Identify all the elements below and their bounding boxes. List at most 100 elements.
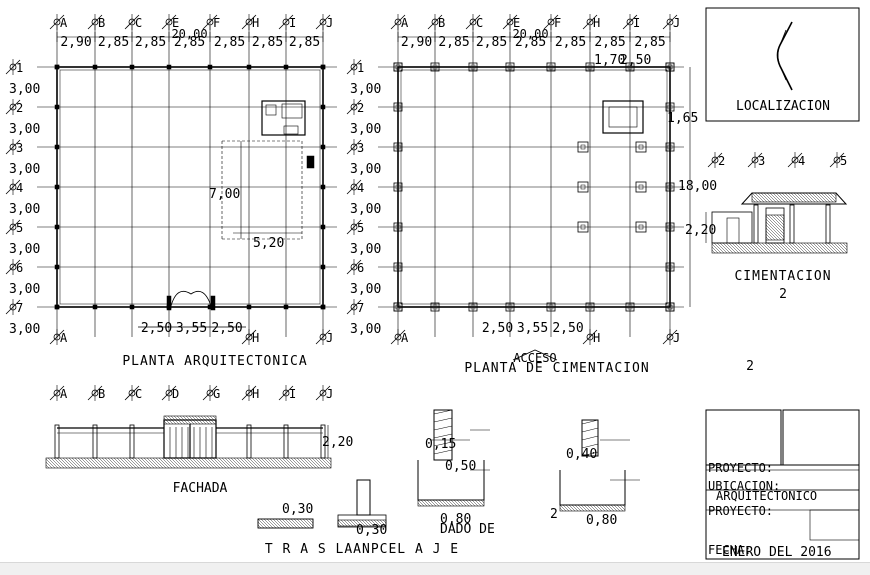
hatch-line — [275, 457, 287, 469]
hatch-line — [791, 242, 803, 254]
overall-dim-text: 20,00 — [171, 27, 207, 41]
hatch-line — [146, 457, 158, 469]
footing — [546, 302, 556, 312]
footing — [585, 62, 595, 72]
overall-dim-text: 20,00 — [512, 27, 548, 41]
hatch-line — [827, 242, 839, 254]
hatch-line — [725, 242, 737, 254]
bottom-dim-text: 2,50 — [141, 321, 172, 336]
cimentacion-number: 2 — [779, 287, 787, 302]
hatch-line — [598, 504, 606, 512]
footing-core — [395, 64, 401, 70]
footing-core — [470, 304, 476, 310]
facade-title: FACHADA — [173, 481, 228, 496]
footing — [585, 302, 595, 312]
column-hatch — [433, 449, 453, 455]
hatch-line — [765, 224, 782, 241]
hatch-line — [790, 192, 801, 203]
hatch-line — [314, 457, 326, 469]
hatch-line — [604, 504, 612, 512]
hatch-line — [773, 214, 785, 226]
row-marker: 4 — [5, 179, 23, 195]
post — [54, 64, 60, 70]
hatch-line — [191, 457, 203, 469]
hatch-line — [272, 518, 283, 529]
row-marker: 1 — [5, 59, 23, 75]
top-dim-text: 2,90 — [401, 35, 432, 50]
hatch-line — [224, 457, 236, 469]
post — [54, 304, 60, 310]
hatch-line — [45, 458, 56, 469]
bottom-col-marker: J — [662, 329, 680, 345]
hatch-line — [559, 504, 567, 512]
hatch-line — [281, 457, 293, 469]
hatch-line — [233, 457, 245, 469]
hatch-line — [823, 192, 834, 203]
post — [246, 304, 252, 310]
post — [54, 224, 60, 230]
axis-label: 6 — [16, 261, 23, 275]
detail-080-text: 0,80 — [440, 512, 471, 527]
hatch-line — [173, 415, 183, 425]
footing-core — [587, 64, 593, 70]
hatch-line — [728, 242, 740, 254]
axis-label: G — [213, 387, 220, 401]
hatch-line — [337, 522, 342, 527]
hatch-line — [269, 457, 281, 469]
column-hatch — [581, 451, 599, 457]
hatch-line — [74, 457, 86, 469]
title-block: PROYECTO:UBICACION:ARQUITECTONICOPROYECT… — [705, 409, 860, 560]
fence-post — [320, 424, 326, 459]
facade-ground — [45, 457, 332, 469]
detail-2-text: 2 — [550, 507, 558, 522]
hatch-line — [765, 227, 779, 241]
footing-core — [627, 64, 633, 70]
footing — [665, 222, 675, 232]
hatch-line — [287, 518, 298, 529]
hatch-line — [290, 518, 301, 529]
hatch-line — [173, 457, 185, 469]
axis-label: 2 — [16, 101, 23, 115]
axis-label: 3 — [758, 154, 765, 168]
post — [129, 64, 135, 70]
detail-040-text: 0,40 — [566, 447, 597, 462]
hatch-line — [278, 457, 290, 469]
interior-footing — [635, 141, 647, 153]
hatch-line — [574, 504, 582, 512]
hatch-line — [77, 457, 89, 469]
hatch-line — [45, 461, 53, 469]
hatch-line — [155, 457, 167, 469]
footing-core — [395, 144, 401, 150]
footing-core — [667, 224, 673, 230]
footing — [665, 142, 675, 152]
hatch-line — [752, 242, 764, 254]
footing — [393, 302, 403, 312]
column-marker: I — [622, 14, 640, 30]
hatch-line — [711, 246, 719, 254]
footing — [625, 302, 635, 312]
hatch-line — [562, 504, 570, 512]
column-marker: E — [161, 14, 179, 30]
hatch-line — [337, 519, 345, 527]
location-box: LOCALIZACION — [705, 7, 860, 122]
axis-label: C — [476, 16, 483, 30]
hatch-line — [755, 242, 767, 254]
top-dim-text: 2,85 — [438, 35, 469, 50]
hatch-line — [751, 195, 759, 203]
hatch-line — [765, 221, 785, 241]
hatch-line — [713, 242, 725, 254]
location-title: LOCALIZACION — [736, 99, 830, 114]
hatch-line — [143, 457, 155, 469]
axis-label: H — [593, 16, 600, 30]
small-dim-text: 1,70 — [594, 53, 625, 68]
hatch-line — [450, 499, 458, 507]
hatch-line — [468, 499, 476, 507]
post — [246, 64, 252, 70]
hatch-line — [179, 457, 191, 469]
row-dim-text: 3,00 — [350, 282, 381, 297]
hatch-line — [308, 457, 320, 469]
axis-label: E — [513, 16, 520, 30]
hatch-line — [438, 499, 446, 507]
fence-post — [92, 424, 98, 459]
